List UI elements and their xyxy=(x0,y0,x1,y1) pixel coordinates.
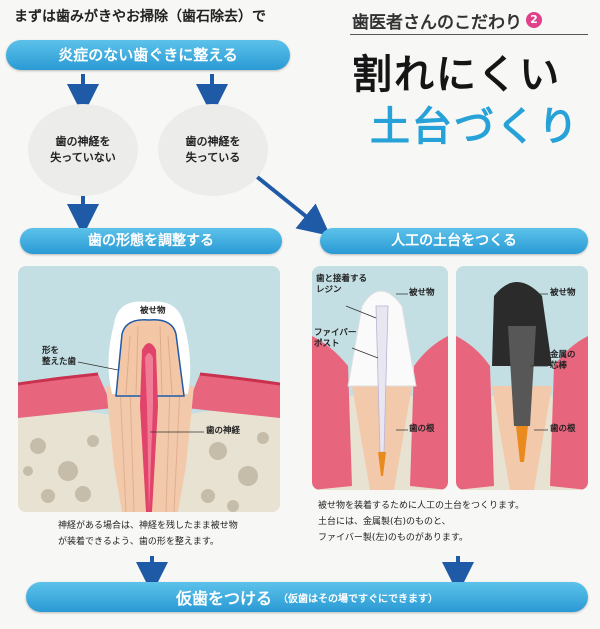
header-rule xyxy=(350,34,588,35)
label-resin-line1: 歯と接着する xyxy=(316,274,368,284)
label-resin-line2: レジン xyxy=(316,285,342,296)
label-fiber-post: ファイバー ポスト xyxy=(314,328,356,351)
label-fiber-post-line2: ポスト xyxy=(314,339,340,350)
circle-nerve-lost: 歯の神経を 失っている xyxy=(158,104,268,196)
circle-nerve-intact: 歯の神経を 失っていない xyxy=(28,104,138,196)
label-metal-post: 金属の 芯棒 xyxy=(550,350,576,373)
banner-temporary-tooth-sub: （仮歯はその場ですぐにできます） xyxy=(278,593,438,605)
label-crown-left: 被せ物 xyxy=(140,306,166,316)
left-tooth-panel: 被せ物 形を 整えた歯 歯の神経 xyxy=(18,266,280,512)
header-number-badge: 2 xyxy=(526,12,542,28)
label-fiber-post-line1: ファイバー xyxy=(314,328,357,338)
circle-nerve-lost-line1: 歯の神経を xyxy=(185,135,241,149)
circle-nerve-lost-line2: 失っている xyxy=(185,151,241,164)
banner-artificial-core: 人工の土台をつくる xyxy=(320,228,588,254)
label-root-fiber: 歯の根 xyxy=(409,424,435,434)
label-nerve: 歯の神経 xyxy=(206,426,241,436)
metal-post-illustration xyxy=(456,282,588,490)
banner-gum-care: 炎症のない歯ぐきに整える xyxy=(6,40,290,70)
banner-artificial-core-text: 人工の土台をつくる xyxy=(391,233,517,249)
caption-right-line2: 土台には、金属製(右)のものと、 xyxy=(318,517,451,528)
banner-temporary-tooth-main: 仮歯をつける xyxy=(175,589,272,608)
label-root-metal: 歯の根 xyxy=(550,424,576,434)
label-crown-metal: 被せ物 xyxy=(550,288,576,298)
banner-gum-care-text: 炎症のない歯ぐきに整える xyxy=(58,46,238,64)
arrow-to-banner-right xyxy=(254,174,331,237)
header-subtitle-row: 歯医者さんのこだわり 2 xyxy=(352,8,592,33)
header-subtitle: 歯医者さんのこだわり xyxy=(352,12,522,33)
banner-shape-tooth-text: 歯の形態を調整する xyxy=(88,233,214,249)
caption-left-line1: 神経がある場合は、神経を残したまま被せ物 xyxy=(58,521,238,531)
caption-right-line1: 被せ物を装着するために人工の土台をつくります。 xyxy=(318,501,525,511)
metal-post-panel: 被せ物 金属の 芯棒 歯の根 xyxy=(456,266,588,490)
circle-nerve-intact-line2: 失っていない xyxy=(50,151,116,164)
caption-left-line2: が装着できるよう、歯の形を整えます。 xyxy=(58,537,219,548)
title-line-2: 土台づくり xyxy=(370,104,580,150)
fiber-post-illustration xyxy=(312,290,448,490)
left-tooth-illustration xyxy=(18,301,280,512)
label-metal-post-line1: 金属の xyxy=(550,350,576,360)
label-shaped-tooth-line1: 形を xyxy=(42,346,60,356)
caption-right-line3: ファイバー製(左)のものがあります。 xyxy=(318,533,468,544)
circle-nerve-intact-line1: 歯の神経を xyxy=(55,135,111,149)
label-resin: 歯と接着する レジン xyxy=(316,274,367,297)
label-shaped-tooth-line2: 整えた歯 xyxy=(42,357,77,368)
intro-text: まずは歯みがきやお掃除（歯石除去）で xyxy=(14,9,266,25)
title-line-1: 割れにくい xyxy=(352,52,562,98)
banner-shape-tooth: 歯の形態を調整する xyxy=(20,228,282,254)
label-shaped-tooth: 形を 整えた歯 xyxy=(42,346,76,369)
label-metal-post-line2: 芯棒 xyxy=(550,361,568,372)
caption-right: 被せ物を装着するために人工の土台をつくります。 土台には、金属製(右)のものと、… xyxy=(318,498,524,547)
banner-temporary-tooth: 仮歯をつける （仮歯はその場ですぐにできます） xyxy=(26,582,588,612)
fiber-post-panel: 歯と接着する レジン 被せ物 ファイバー ポスト 歯の根 xyxy=(312,266,448,490)
caption-left: 神経がある場合は、神経を残したまま被せ物 が装着できるよう、歯の形を整えます。 xyxy=(58,518,238,550)
label-crown-fiber: 被せ物 xyxy=(409,288,435,298)
